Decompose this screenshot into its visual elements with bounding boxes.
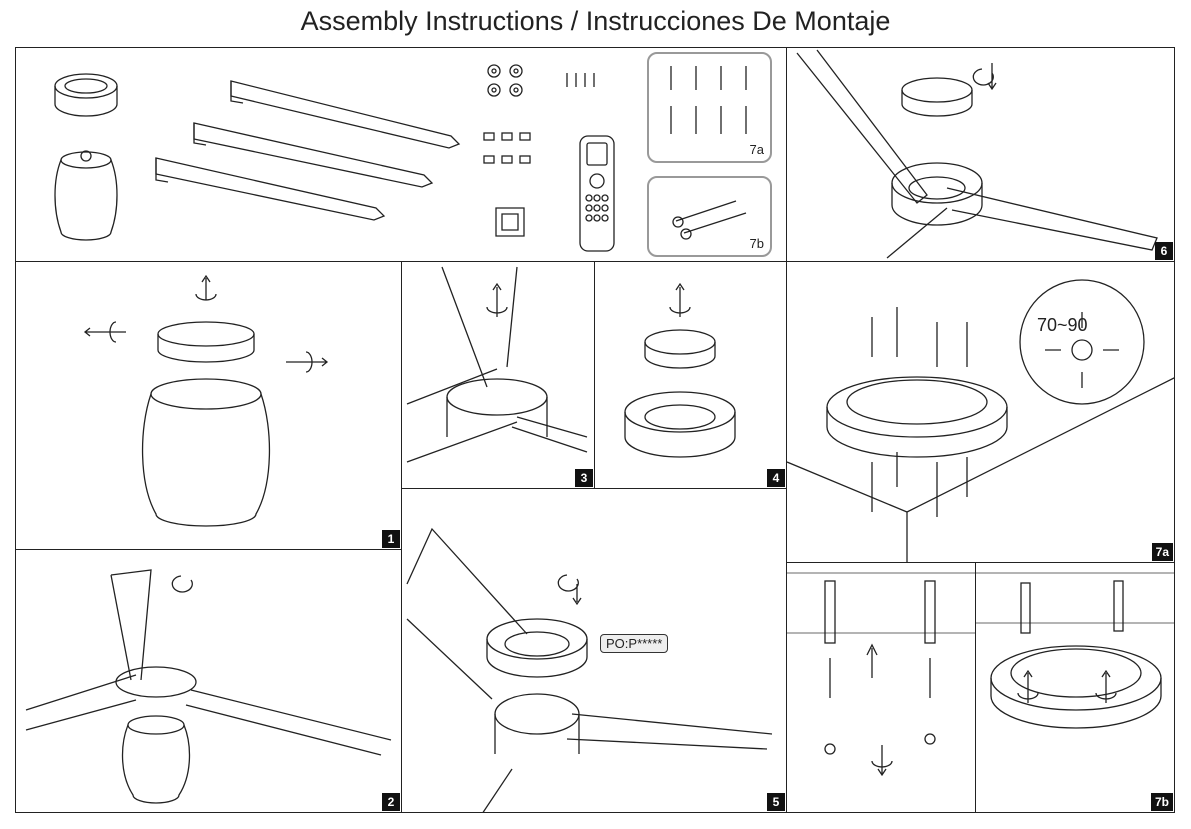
step-6-illustration bbox=[796, 49, 1158, 259]
hardware-box-7b-label: 7b bbox=[749, 236, 764, 251]
step-number-4: 4 bbox=[767, 469, 785, 487]
step-5-panel: PO:P***** 5 bbox=[401, 488, 787, 813]
anchor-install-panel bbox=[786, 562, 976, 813]
anchor-install-illustration bbox=[787, 572, 975, 777]
step-1-illustration bbox=[83, 274, 329, 527]
step-4-panel: 4 bbox=[594, 261, 787, 489]
document-title: Assembly Instructions / Instrucciones De… bbox=[300, 6, 891, 36]
step-2-panel: 2 bbox=[15, 549, 402, 813]
step-number-5: 5 bbox=[767, 793, 785, 811]
step-7a-illustration bbox=[787, 279, 1174, 562]
step-1-panel: 1 bbox=[15, 261, 402, 550]
hardware-box-7a: 7a bbox=[647, 52, 772, 163]
step-number-7b: 7b bbox=[1150, 793, 1173, 811]
step-number-6: 6 bbox=[1155, 242, 1173, 260]
step-3-panel: 3 bbox=[401, 261, 595, 489]
step-number-2: 2 bbox=[382, 793, 400, 811]
parts-panel: 7a 7b bbox=[15, 47, 787, 262]
step-7b-illustration bbox=[976, 572, 1174, 729]
mounting-distance-label: 70~90 bbox=[1037, 315, 1088, 336]
po-number-tag: PO:P***** bbox=[600, 634, 669, 653]
hardware-box-7a-label: 7a bbox=[749, 142, 764, 157]
step-number-7a: 7a bbox=[1151, 543, 1173, 561]
step-number-3: 3 bbox=[575, 469, 593, 487]
step-5-illustration bbox=[406, 527, 773, 812]
step-2-illustration bbox=[25, 569, 392, 804]
mounting-distance-value: 70~90 bbox=[1037, 315, 1088, 335]
step-7a-panel: 70~90 7a bbox=[786, 261, 1175, 563]
step-7b-panel: 7b bbox=[975, 562, 1175, 813]
step-6-panel: 6 bbox=[786, 47, 1175, 262]
hardware-box-7b: 7b bbox=[647, 176, 772, 257]
step-3-illustration bbox=[406, 266, 588, 463]
parts-illustration bbox=[54, 64, 747, 252]
step-number-1: 1 bbox=[382, 530, 400, 548]
step-4-illustration bbox=[624, 282, 736, 458]
